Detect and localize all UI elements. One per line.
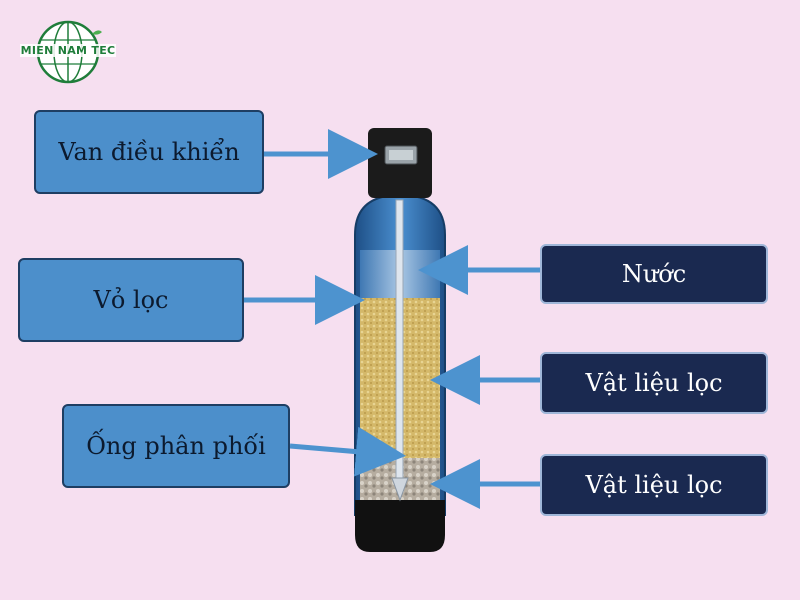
arrow-distributor-pipe	[289, 426, 406, 477]
label-filter-shell: Vỏ lọc	[18, 258, 244, 342]
distributor-pipe	[395, 199, 404, 481]
label-filter-media-1: Vật liệu lọc	[540, 352, 768, 414]
label-distributor-pipe-text: Ống phân phối	[86, 432, 266, 460]
label-filter-media-2: Vật liệu lọc	[540, 454, 768, 516]
tank-base	[355, 500, 445, 552]
label-filter-media-1-text: Vật liệu lọc	[585, 369, 723, 397]
label-filter-shell-text: Vỏ lọc	[93, 286, 169, 314]
company-logo: MIEN NAM TEC	[20, 20, 116, 84]
pipe-diffuser	[391, 477, 409, 502]
label-water-text: Nước	[621, 260, 687, 288]
label-control-valve: Van điều khiển	[34, 110, 264, 194]
label-water: Nước	[540, 244, 768, 304]
logo-text: MIEN NAM TEC	[20, 44, 116, 57]
label-distributor-pipe: Ống phân phối	[62, 404, 290, 488]
label-control-valve-text: Van điều khiển	[58, 138, 240, 166]
label-filter-media-2-text: Vật liệu lọc	[585, 471, 723, 499]
